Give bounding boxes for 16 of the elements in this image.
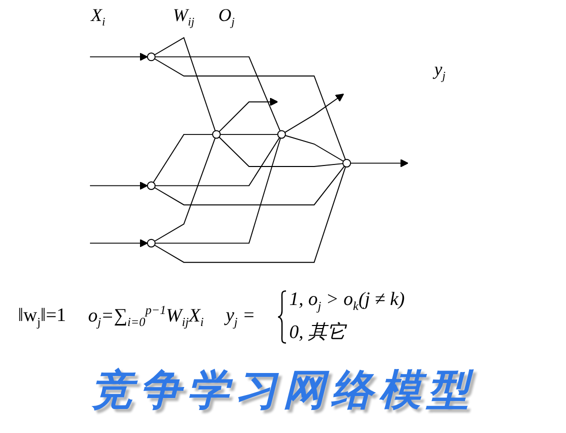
neuron-circle [212,130,221,139]
input-symbol: X$_{i}$ [90,4,106,31]
formula: o$_{j}$=∑$_{i=0}$$^{p−1}$W$_{ij}$X$_{i}$ [88,303,204,331]
neuron-circle [146,52,156,62]
neuron-circle [146,238,156,248]
neuron-circle [342,158,352,168]
neuron-circle [146,181,156,190]
formula: 0, 其它 [289,321,348,346]
formula: y$_{j}$ = [226,304,256,330]
weight-symbol: W$_{ij}$ [172,4,194,31]
neuron-circle [277,130,286,139]
output-symbol: O$_{j}$ [218,4,235,31]
output-symbol: y$_{j}$ [434,58,446,84]
formula: 1, o$_{j}$ > o$_{k}$(j ≠ k) [289,288,405,314]
title: 竞争学习网络模型 [90,364,476,416]
formula: ‖w$_{j}$‖=1 [18,304,66,330]
